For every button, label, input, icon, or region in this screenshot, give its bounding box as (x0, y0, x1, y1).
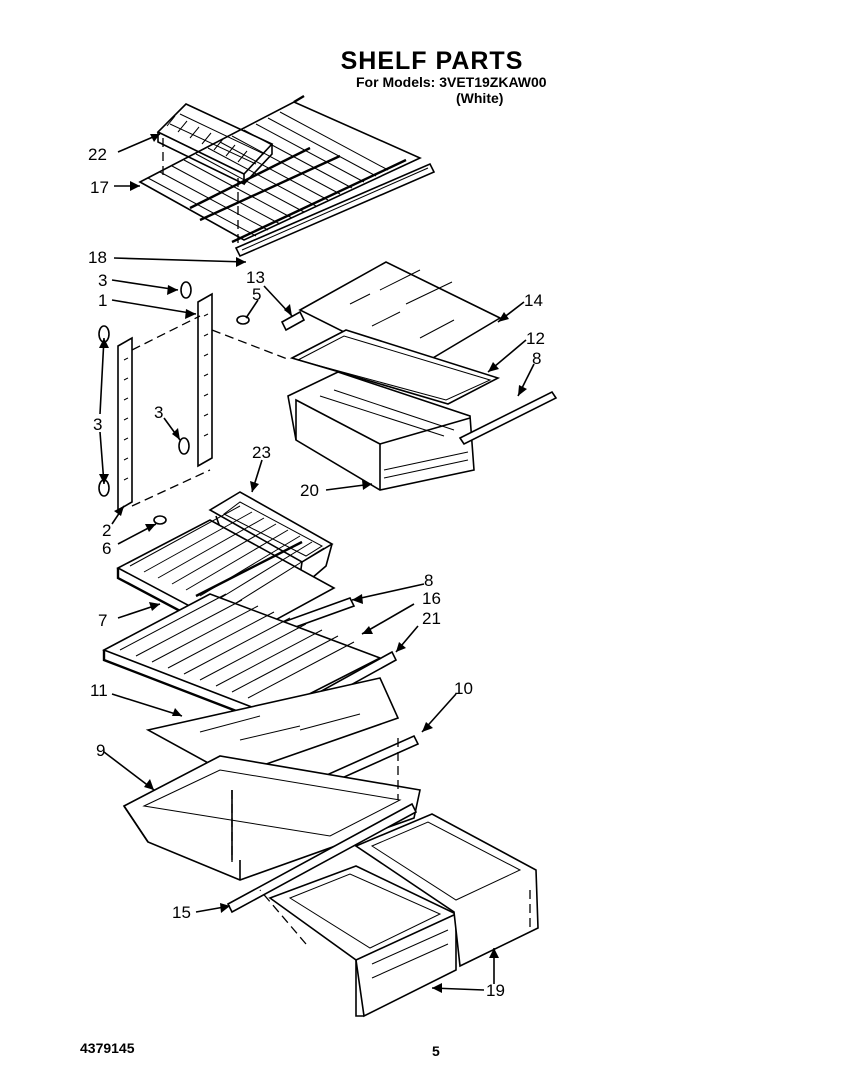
shelf-front-13 (280, 310, 306, 332)
callout-8: 8 (424, 571, 433, 590)
leader-line (113, 257, 247, 263)
callout-15: 15 (172, 903, 191, 922)
shelf-rail-right (197, 292, 213, 468)
page-title: SHELF PARTS (340, 47, 524, 75)
crisper-drawer-19 (268, 813, 539, 1018)
leader-line (111, 693, 183, 717)
callout-10: 10 (454, 679, 473, 698)
crisper-drawer-20 (287, 371, 475, 491)
leader-line (99, 337, 105, 485)
leader-line (351, 583, 425, 601)
alignment-dash (162, 138, 239, 246)
callout-12: 12 (526, 329, 545, 348)
callout-7: 7 (98, 611, 107, 630)
shelf-trim-15 (226, 802, 418, 914)
color-line: (White) (456, 90, 504, 106)
callout-3: 3 (98, 271, 107, 290)
crisper-base-9 (122, 755, 421, 881)
ice-tray (156, 103, 274, 186)
shelf-rail-left (117, 336, 133, 512)
callout-23: 23 (252, 443, 271, 462)
callout-8: 8 (532, 349, 541, 368)
callout-11: 11 (90, 681, 108, 700)
document-number: 4379145 (80, 1040, 135, 1056)
leader-line (103, 751, 155, 791)
shelf-trim-18 (234, 162, 436, 258)
callout-14: 14 (524, 291, 543, 310)
leader-line (111, 279, 179, 291)
callout-22: 22 (88, 145, 107, 164)
callout-20: 20 (300, 481, 319, 500)
callout-1: 1 (98, 291, 107, 310)
callout-13: 13 (246, 268, 265, 287)
callout-2: 2 (102, 521, 111, 540)
drawer-frame-12 (289, 329, 501, 405)
callout-9: 9 (96, 741, 105, 760)
glass-cover-11 (145, 677, 400, 777)
callout-19: 19 (486, 981, 505, 1000)
wire-shelf-top (138, 94, 422, 244)
rail-caps (98, 281, 250, 525)
models-line: For Models: 3VET19ZKAW00 (356, 74, 547, 90)
callout-16: 16 (422, 589, 441, 608)
alignment-dash (259, 889, 531, 945)
callout-labels: 22 17 18 3 1 13 5 14 12 8 (88, 133, 545, 1000)
leader-line (361, 603, 415, 635)
alignment-dash (231, 738, 399, 862)
callout-18: 18 (88, 248, 107, 267)
callout-3: 3 (93, 415, 102, 434)
page-number: 5 (432, 1043, 440, 1059)
callout-3: 3 (154, 403, 163, 422)
callout-17: 17 (90, 178, 109, 197)
callout-21: 21 (422, 609, 441, 628)
callout-6: 6 (102, 539, 111, 558)
alignment-dash (131, 315, 291, 507)
glide-8-top (458, 390, 558, 446)
leader-line (245, 299, 259, 319)
leader-line (111, 299, 197, 315)
callout-5: 5 (252, 285, 261, 304)
